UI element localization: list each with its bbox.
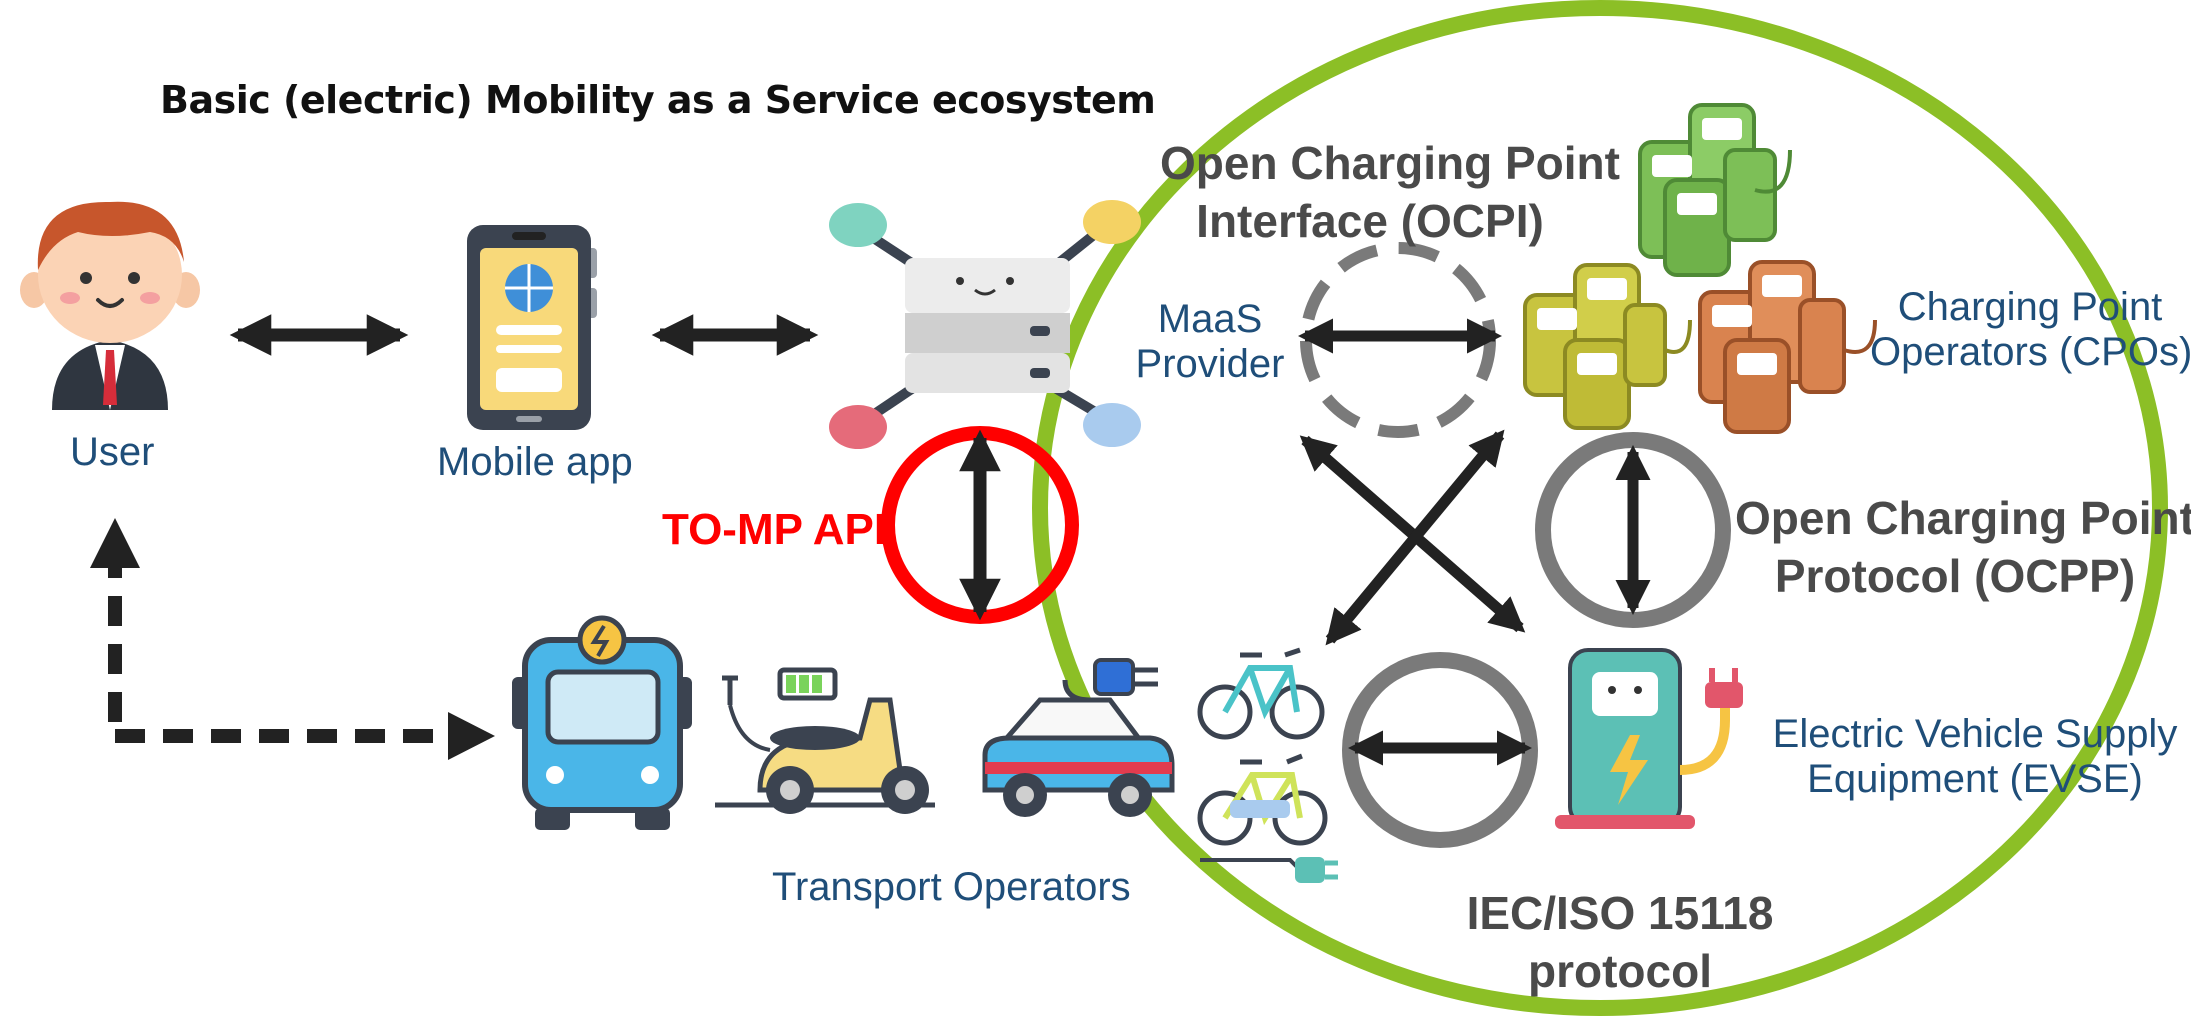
mobile-app-label: Mobile app (437, 440, 633, 484)
mobile-app-icon (467, 225, 597, 430)
diagram-title: Basic (electric) Mobility as a Service e… (160, 78, 1156, 122)
iec15118-label: IEC/ISO 15118 protocol (1430, 885, 1810, 1000)
transport-operators-label: Transport Operators (772, 865, 1131, 909)
evse-charger-icon (1555, 648, 1743, 829)
iec-line1: IEC/ISO 15118 (1466, 887, 1774, 939)
charging-ecosystem-circle (1032, 0, 2168, 1016)
iec15118-symbol (1342, 652, 1538, 848)
tomp-api-label: TO-MP API (662, 505, 887, 554)
cpo-chargers-icon (1523, 103, 1877, 434)
cross-arrows (1299, 429, 1526, 646)
bus-icon (512, 615, 692, 830)
ocpp-label: Open Charging Point Protocol (OCPP) (1735, 490, 2191, 605)
iec-line2: protocol (1528, 944, 1712, 997)
user-icon (20, 201, 200, 410)
ocpi-label: Open Charging Point Interface (OCPI) (1160, 135, 1620, 250)
ocpi-line2: Interface (OCPI) (1196, 194, 1544, 247)
user-transport-dashed-arrow (90, 518, 495, 760)
maas-server-icon (829, 200, 1141, 449)
maas-provider-label: MaaS Provider (1130, 297, 1290, 387)
ocpp-symbol (1535, 432, 1731, 628)
evse-line1: Electric Vehicle Supply (1772, 712, 2178, 756)
ocpp-line2: Protocol (OCPP) (1774, 549, 2136, 602)
evse-line2: Equipment (EVSE) (1807, 757, 2143, 801)
tomp-api-symbol (881, 426, 1079, 624)
bicycles-icon (1197, 647, 1338, 883)
scooter-icon (715, 667, 935, 814)
car-icon (982, 658, 1175, 817)
evse-label: Electric Vehicle Supply Equipment (EVSE) (1765, 712, 2185, 802)
ocpi-line1: Open Charging Point (1160, 137, 1620, 189)
user-label: User (70, 430, 155, 474)
ocpi-symbol (1297, 242, 1503, 438)
cpo-line2: Operators (CPOs) (1870, 330, 2191, 374)
cpo-label: Charging Point Operators (CPOs) (1870, 285, 2191, 375)
ocpp-line1: Open Charging Point (1735, 492, 2191, 544)
maas-provider-line2: Provider (1135, 342, 1285, 386)
maas-provider-line1: MaaS (1157, 297, 1263, 341)
cpo-line1: Charging Point (1897, 285, 2163, 329)
